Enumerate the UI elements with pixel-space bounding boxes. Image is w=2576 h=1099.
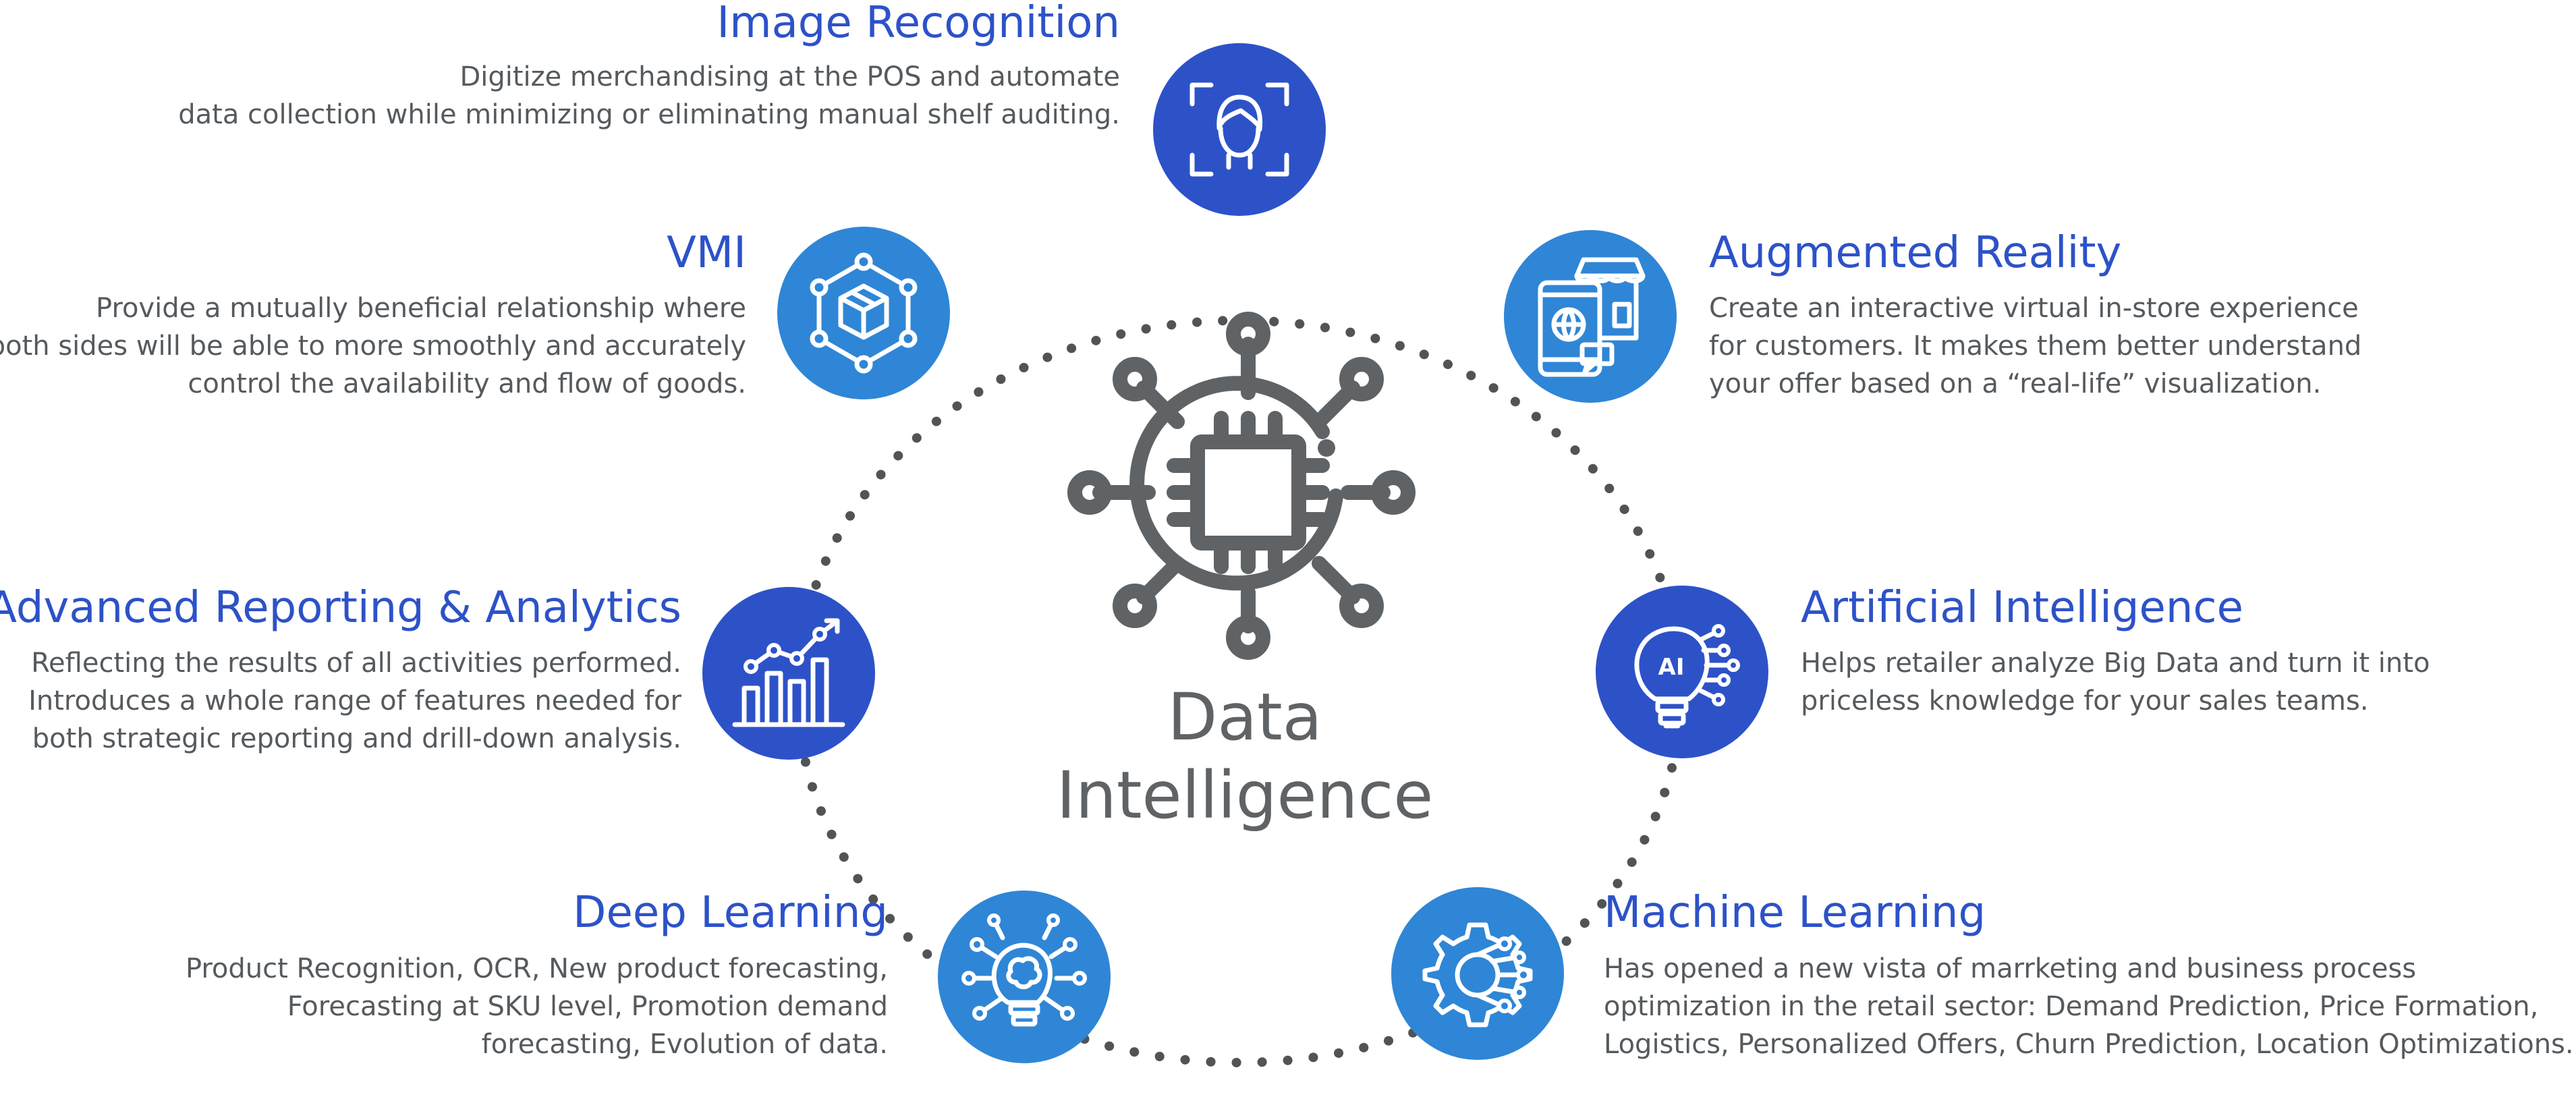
- vmi-desc: Provide a mutually beneficial relationsh…: [0, 293, 746, 399]
- ai-bulb-icon: AI: [1596, 586, 1768, 758]
- brain-bulb-icon: [938, 891, 1111, 1063]
- center-label: Data Intelligence: [1039, 678, 1451, 835]
- augmented-reality-desc: Create an interactive virtual in-store e…: [1709, 293, 2362, 399]
- image-recognition-desc: Digitize merchandising at the POS and au…: [178, 61, 1120, 130]
- augmented-reality-node: [1504, 230, 1677, 403]
- face-scan-icon: [1153, 43, 1326, 216]
- machine-learning-title: Machine Learning: [1604, 888, 1986, 938]
- bar-chart-icon: [702, 587, 875, 760]
- machine-learning-desc: Has opened a new vista of marrketing and…: [1604, 953, 2574, 1060]
- vmi-node: [777, 227, 950, 399]
- image-recognition-title: Image Recognition: [717, 0, 1120, 48]
- advanced-reporting-node: [702, 587, 875, 760]
- cpu-network-icon: [1067, 312, 1416, 660]
- center-label-line2: Intelligence: [1056, 758, 1434, 833]
- artificial-intelligence-title: Artificial Intelligence: [1801, 583, 2243, 633]
- machine-learning-node: [1391, 887, 1564, 1060]
- svg-text:AI: AI: [1658, 654, 1685, 681]
- artificial-intelligence-node: AI: [1596, 586, 1768, 758]
- advanced-reporting-title: Advanced Reporting & Analytics: [0, 583, 681, 633]
- deep-learning-title: Deep Learning: [573, 888, 888, 938]
- artificial-intelligence-desc: Helps retailer analyze Big Data and turn…: [1801, 648, 2430, 716]
- gear-network-icon: [1391, 887, 1564, 1060]
- image-recognition-node: [1153, 43, 1326, 216]
- advanced-reporting-desc: Reflecting the results of all activities…: [28, 648, 681, 754]
- phone-store-icon: [1504, 230, 1677, 403]
- vmi-title: VMI: [667, 228, 746, 278]
- deep-learning-node: [938, 891, 1111, 1063]
- center-label-line1: Data: [1167, 679, 1322, 755]
- box-network-icon: [777, 227, 950, 399]
- deep-learning-desc: Product Recognition, OCR, New product fo…: [185, 953, 888, 1060]
- augmented-reality-title: Augmented Reality: [1709, 228, 2122, 278]
